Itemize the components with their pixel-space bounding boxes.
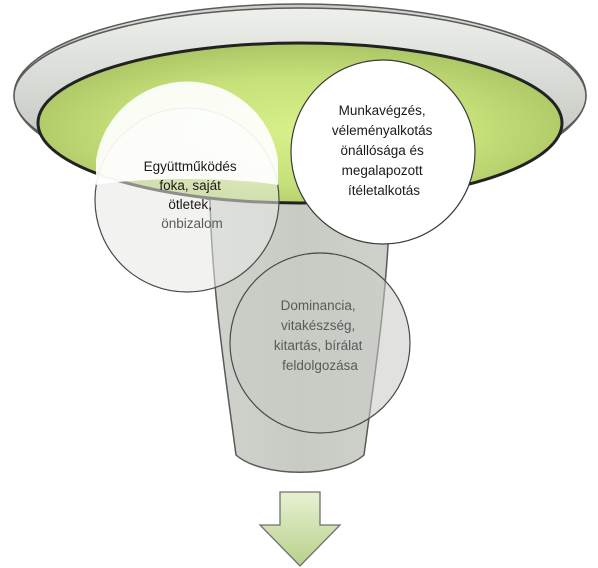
circle-right-label: Munkavégzés, véleményalkotás önállósága … (332, 103, 436, 198)
circle-right: Munkavégzés, véleményalkotás önállósága … (290, 59, 476, 245)
circle-bottom-line-1: Dominancia, (281, 298, 356, 313)
circle-bottom-line-4: feldolgozása (282, 358, 358, 373)
down-arrow-icon (258, 491, 342, 567)
circle-left-line-1: Együttműködés (144, 159, 237, 174)
circle-left-line-2: foka, saját (159, 178, 221, 193)
circle-bottom-line-3: kitartás, bírálat (274, 338, 363, 353)
circle-right-line-5: ítéletalkotás (348, 183, 420, 198)
circle-right-line-3: önállósága és (340, 143, 424, 158)
circle-bottom-line-2: vitakészség, (281, 318, 355, 333)
circle-left-line-4: önbizalom (161, 216, 223, 231)
circle-bottom-label: Dominancia, vitakészség, kitartás, bírál… (274, 298, 366, 373)
circle-left-label: Együttműködés foka, saját ötletek, önbiz… (144, 159, 241, 231)
circle-left-line-3: ötletek, (168, 197, 212, 212)
circle-left: Együttműködés foka, saját ötletek, önbiz… (94, 81, 280, 293)
circle-bottom: Dominancia, vitakészség, kitartás, bírál… (229, 252, 411, 434)
circle-right-line-4: megalapozott (342, 163, 423, 178)
circle-right-line-2: véleményalkotás (332, 123, 433, 138)
circle-right-line-1: Munkavégzés, (339, 103, 426, 118)
